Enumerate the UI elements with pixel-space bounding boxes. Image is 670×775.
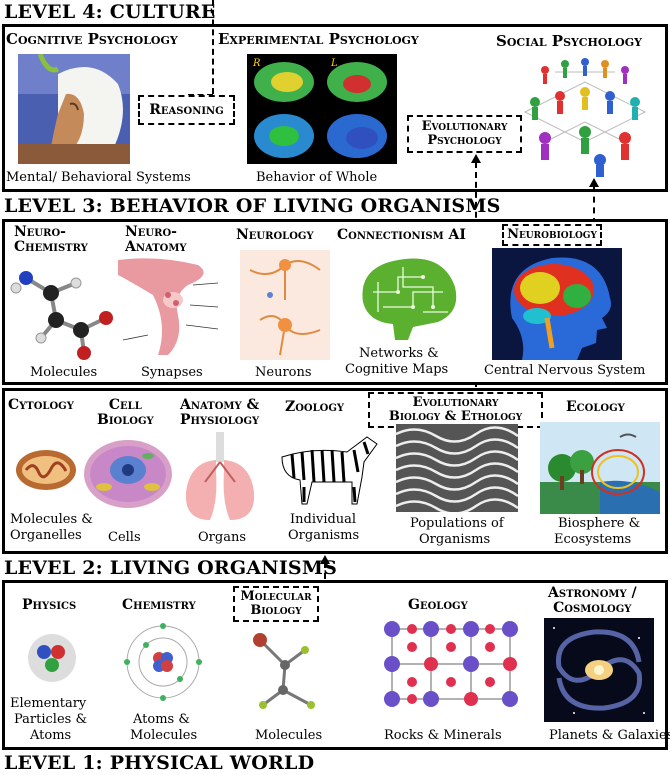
experimental-psychology-title: Experimental Psychology [218,30,419,48]
arrowhead-molbio [320,555,330,564]
zebra-herd-image [396,424,518,512]
physics-caption-line3: Atoms [30,728,72,743]
astronomy-line2: Cosmology [553,600,632,616]
anatomy-caption: Organs [198,530,246,545]
zoology-caption-line2: Organisms [288,528,360,543]
chemistry-title: Chemistry [122,597,196,613]
neurology-title: Neurology [236,227,314,243]
cytology-title: Cytology [8,397,74,413]
physics-caption-line2: Particles & [14,712,88,727]
zoology-title: Zoology [285,399,345,415]
arrowhead-evolutionary [471,154,481,163]
lungs-image [185,432,255,520]
connector-culture-reasoning [212,0,214,94]
neurochemistry-line1: Neuro- [14,224,66,240]
geology-caption: Rocks & Minerals [384,728,502,743]
molecule-3d-image [10,271,113,360]
organelle-image [16,450,76,490]
cellbio-title: Cell Biology [97,398,154,428]
neurochemistry-title: Neuro- Chemistry [14,225,88,255]
evolutionary-biology-box: Evolutionary Biology & Ethology [368,392,543,428]
crystal-lattice-image [384,621,518,707]
astronomy-line1: Astronomy / [548,585,637,601]
evolutionary-psychology-box: Evolutionary Psychology [407,115,522,153]
astronomy-title: Astronomy / Cosmology [548,586,637,616]
cellbio-line2: Biology [97,412,154,428]
cellbio-line1: Cell [108,397,142,413]
arrowhead-neurobiology [589,178,599,187]
level-1-heading: LEVEL 1: PHYSICAL WORLD [4,752,315,774]
synapse-image [118,258,219,355]
neurochemistry-caption: Molecules [30,365,98,380]
social-network-image [523,58,647,177]
anatomy-line2: Physiology [180,412,260,428]
anatomy-title: Anatomy & Physiology [180,398,259,428]
cell-image [84,440,172,508]
molecular-biology-box: Molecular Biology [233,586,319,622]
atom-image [124,623,202,701]
astronomy-caption: Planets & Galaxies [549,728,670,743]
cytology-caption-line2: Organelles [10,528,82,543]
cytology-caption-line1: Molecules & [10,512,93,527]
brain-label-r: R [252,58,261,69]
zoology-caption-line1: Individual [290,512,357,527]
geology-title: Geology [408,597,468,613]
ecology-caption-line1: Biosphere & [558,516,641,531]
molecule-ball-stick-image [253,633,315,709]
chemistry-caption-line2: Molecules [130,728,198,743]
evolutionary-psychology-line1: Evolutionary [421,119,508,134]
reasoning-box: Reasoning [138,95,235,125]
zebra-image [281,436,378,505]
physics-title: Physics [22,597,77,613]
neurobiology-caption: Central Nervous System [484,363,646,378]
social-psychology-title: Social Psychology [496,32,642,50]
chemistry-caption-line1: Atoms & [133,712,190,727]
neuroanatomy-title: Neuro- Anatomy [125,225,187,255]
evobio-caption-line1: Populations of [410,516,504,531]
neurochemistry-line2: Chemistry [14,239,88,255]
neurobiology-box: Neurobiology [502,224,602,246]
galaxy-image [544,618,654,722]
connector-molbio-up [324,562,326,590]
evolutionary-psychology-line2: Psychology [427,133,502,148]
evobio-caption-line2: Organisms [419,532,491,547]
level-2-heading: LEVEL 2: LIVING ORGANISMS [4,557,338,579]
cognitive-psychology-caption: Mental/ Behavioral Systems [6,170,191,185]
connectionism-title: Connectionism AI [337,227,466,243]
anatomy-line1: Anatomy & [180,397,260,413]
cognitive-psychology-image [18,54,130,164]
connectionism-caption-line1: Networks & [359,346,439,361]
neurology-caption: Neurons [255,365,312,380]
neurons-image [240,250,330,360]
physics-caption-line1: Elementary [10,696,87,711]
evobio-line2: Biology & Ethology [388,409,523,424]
ecology-caption-line2: Ecosystems [554,532,632,547]
cellbio-caption: Cells [108,530,141,545]
connector-neurobiology-up [593,186,595,224]
brain-label-l: L [330,58,338,69]
cognitive-psychology-title: Cognitive Psychology [6,30,178,48]
neuroanatomy-line2: Anatomy [125,239,187,255]
brain-scan-image: R L [247,54,397,164]
ecosystem-image [540,422,660,514]
circuit-brain-image [362,258,457,340]
molbio-line2: Biology [250,603,302,618]
particles-image [28,634,76,682]
connectionism-caption-line2: Cognitive Maps [345,362,449,377]
neuroanatomy-caption: Synapses [141,365,203,380]
level-3-heading: LEVEL 3: BEHAVIOR OF LIVING ORGANISMS [4,195,501,217]
level-4-heading: LEVEL 4: CULTURE [4,1,216,23]
molbio-line1: Molecular [240,589,312,604]
experimental-psychology-caption: Behavior of Whole [256,170,378,185]
ecology-title: Ecology [566,399,625,415]
molbio-caption: Molecules [255,728,323,743]
neuroanatomy-line1: Neuro- [125,224,177,240]
evobio-line1: Evolutionary [412,395,499,410]
head-brain-image [492,248,622,360]
